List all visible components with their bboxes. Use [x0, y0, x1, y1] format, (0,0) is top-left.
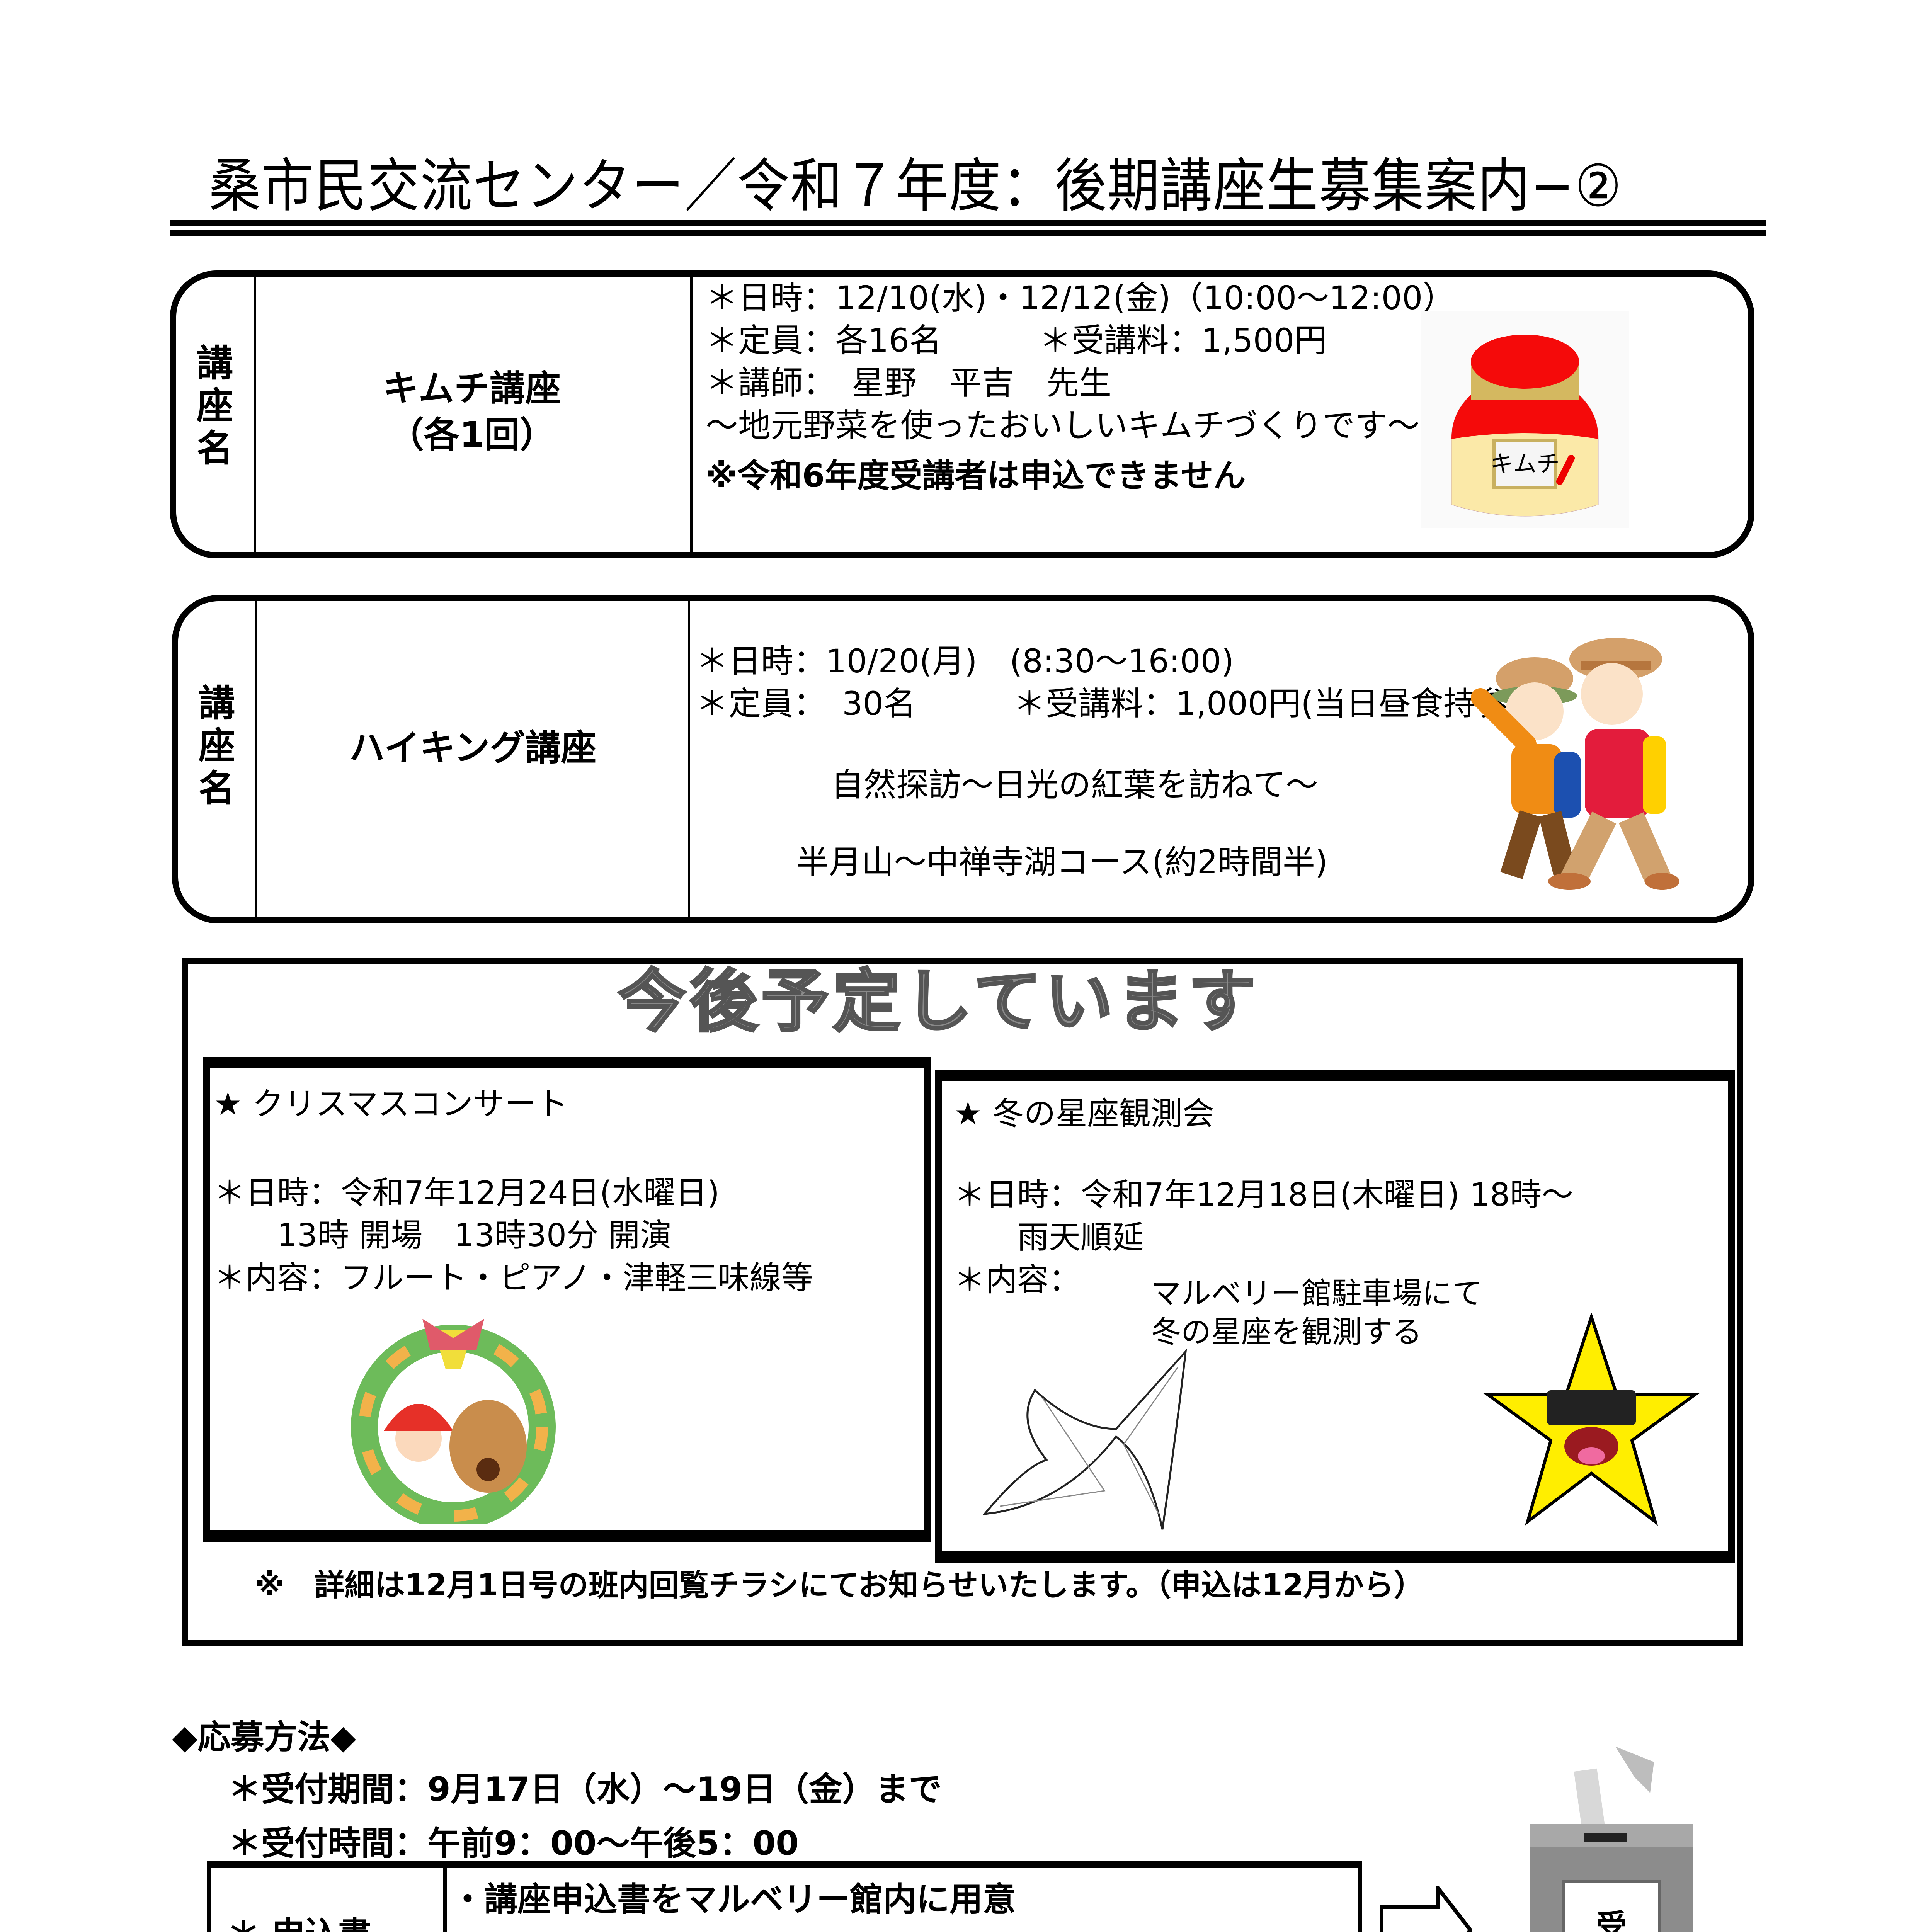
- hikers-icon: [1471, 638, 1679, 890]
- course-notice: ※令和6年度受講者は申込できません: [706, 457, 1246, 495]
- christmas-wreath-icon: [351, 1319, 556, 1524]
- course-subtitle: 自然探訪〜日光の紅葉を訪ねて〜: [831, 766, 1319, 804]
- application-period: ＊受付期間：9月17日（水）〜19日（金）まで: [228, 1770, 942, 1809]
- course-card-kimchi: 講 座 名 キムチ講座 （各1回） ＊日時：12/10(水)・12/12(金)（…: [170, 270, 1754, 558]
- course-route: 半月山〜中禅寺湖コース(約2時間半): [796, 843, 1328, 881]
- course-label-vertical: 講 座 名: [198, 682, 235, 810]
- application-heading: ◆応募方法◆: [172, 1718, 356, 1757]
- course-name: ハイキング講座: [349, 727, 597, 769]
- submission-box-icon: [1530, 1747, 1693, 1932]
- form-line-2: ・館内ロビーに設置した受付箱へ投函: [451, 1930, 1016, 1932]
- event-content: マルベリー館駐車場にて 冬の星座を観測する: [1151, 1276, 1483, 1350]
- event-details: ＊日時：令和7年12月18日(木曜日) 18時〜 雨天順延 ＊内容：: [954, 1177, 1574, 1298]
- application-form-table: ＊ 申込書 ・講座申込書をマルベリー館内に用意 ・館内ロビーに設置した受付箱へ投…: [207, 1861, 1362, 1932]
- application-hours: ＊受付時間：午前9：00〜午後5：00: [228, 1824, 799, 1863]
- svg-text:キムチ: キムチ: [1490, 451, 1560, 478]
- form-label: ＊ 申込書: [227, 1907, 371, 1932]
- upcoming-events-panel: [182, 958, 1743, 1646]
- event-heading: ★ クリスマスコンサート: [214, 1086, 568, 1122]
- upcoming-note: ※ 詳細は12月1日号の班内回覧チラシにてお知らせいたします。（申込は12月から…: [255, 1568, 1424, 1603]
- course-details: ＊日時：10/20(月) (8:30〜16:00) ＊定員： 30名 ＊受講料：…: [696, 642, 1521, 723]
- event-heading: ★ 冬の星座観測会: [954, 1095, 1214, 1132]
- course-details: ＊日時：12/10(水)・12/12(金)（10:00〜12:00） ＊定員：各…: [706, 277, 1455, 497]
- event-details: ＊日時：令和7年12月24日(水曜日) 13時 開場 13時30分 開演 ＊内容…: [214, 1175, 813, 1296]
- title-double-rule: [170, 220, 1766, 236]
- course-card-hiking: 講 座 名 ハイキング講座 ＊日時：10/20(月) (8:30〜16:00) …: [172, 595, 1754, 923]
- upcoming-title: 今後予定しています: [617, 961, 1260, 1042]
- submission-box-label: 受 付 箱: [1596, 1908, 1627, 1932]
- star-sunglasses-icon: [1483, 1313, 1700, 1526]
- constellation-swan-icon: [982, 1349, 1187, 1530]
- course-name: キムチ講座 （各1回）: [383, 368, 561, 456]
- course-label-vertical: 講 座 名: [196, 342, 233, 470]
- page-title: 桑市民交流センター／令和７年度：後期講座生募集案内−②: [209, 153, 1622, 220]
- arrow-right-icon: [1380, 1886, 1472, 1932]
- event-card-winter-stargazing: ★ 冬の星座観測会 ＊日時：令和7年12月18日(木曜日) 18時〜 雨天順延 …: [935, 1070, 1735, 1563]
- kimchi-jar-icon: キムチ: [1421, 311, 1629, 528]
- event-card-christmas-concert: ★ クリスマスコンサート ＊日時：令和7年12月24日(水曜日) 13時 開場 …: [203, 1057, 931, 1542]
- form-line-1: ・講座申込書をマルベリー館内に用意: [451, 1880, 1016, 1919]
